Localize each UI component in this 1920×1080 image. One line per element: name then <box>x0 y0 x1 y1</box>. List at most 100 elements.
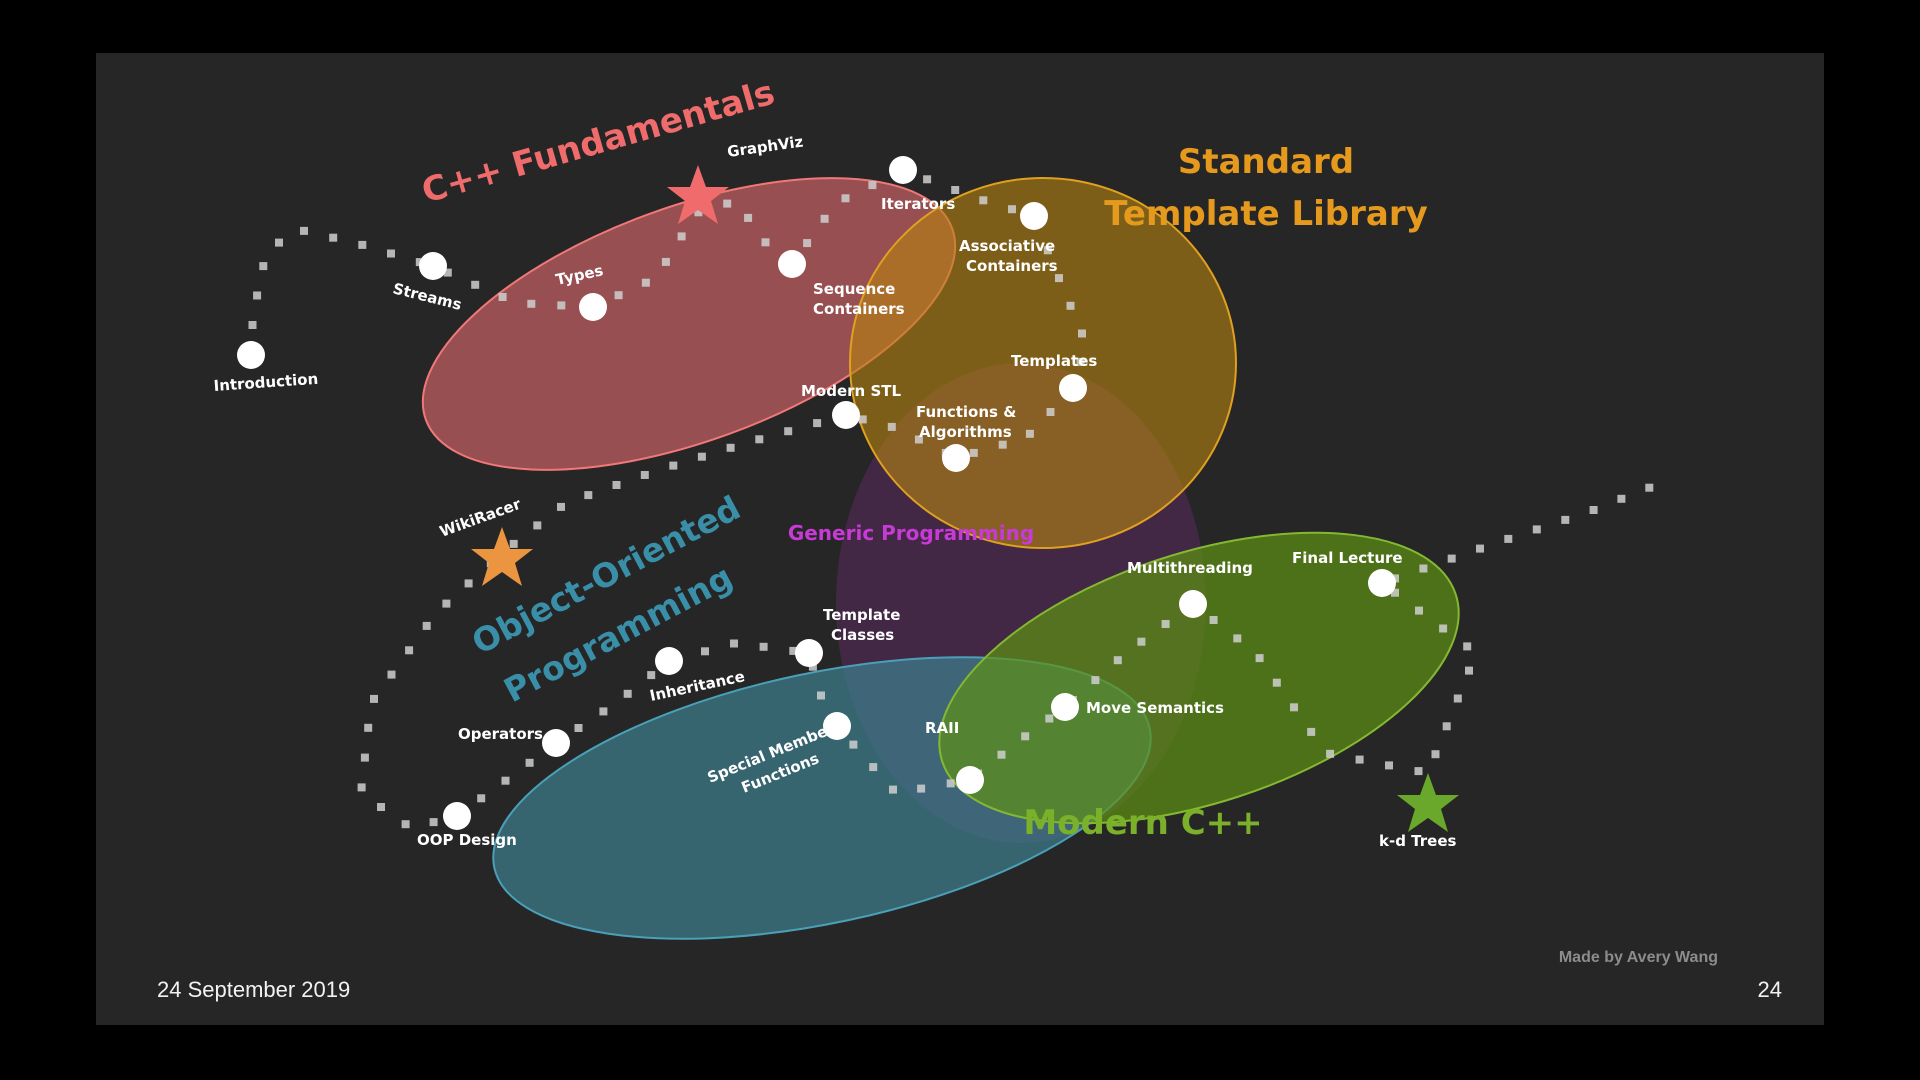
functions-algorithms-label-2: Algorithms <box>919 423 1012 441</box>
path-dot <box>669 461 678 470</box>
path-dot <box>498 293 507 301</box>
path-dot <box>370 694 378 703</box>
path-dot <box>1476 544 1484 553</box>
special-member-functions-node[interactable] <box>823 712 851 740</box>
path-dot <box>1091 676 1100 685</box>
move-semantics-node[interactable] <box>1051 693 1079 721</box>
kd-trees-star-icon[interactable] <box>1397 773 1459 832</box>
path-dot <box>377 803 385 811</box>
path-dot <box>803 239 812 248</box>
iterators-label: Iterators <box>881 195 955 213</box>
path-dot <box>969 448 978 457</box>
path-dot <box>694 208 703 217</box>
introduction-node[interactable] <box>237 341 265 369</box>
multithreading-label: Multithreading <box>1127 559 1253 577</box>
path-dot <box>1025 429 1034 438</box>
path-dot <box>599 707 608 716</box>
oop-design-label: OOP Design <box>417 831 517 849</box>
associative-containers-label-1: Associative <box>959 237 1055 255</box>
types-node[interactable] <box>579 293 607 321</box>
path-dot <box>1465 666 1473 675</box>
path-dot <box>443 268 452 277</box>
path-dot <box>1463 642 1472 651</box>
path-dot <box>755 435 764 444</box>
path-dot <box>1355 755 1364 764</box>
path-dot <box>1385 761 1393 770</box>
path-dot <box>813 419 822 428</box>
path-dot <box>405 646 414 655</box>
path-dot <box>784 427 793 436</box>
path-dot <box>1561 515 1570 524</box>
iterators-node[interactable] <box>889 156 917 184</box>
path-dot <box>1066 301 1075 310</box>
path-dot <box>701 647 709 656</box>
oop-design-node[interactable] <box>443 802 471 830</box>
path-dot <box>557 301 566 310</box>
path-dot <box>387 670 396 679</box>
slide-date: 24 September 2019 <box>157 977 351 1002</box>
raii-node[interactable] <box>956 766 984 794</box>
modern-stl-node[interactable] <box>832 401 860 429</box>
path-dot <box>640 471 649 479</box>
wikiracer-star-icon[interactable] <box>471 527 533 586</box>
path-dot <box>817 691 825 700</box>
multithreading-node[interactable] <box>1179 590 1207 618</box>
path-dot <box>1453 694 1462 703</box>
path-dot <box>464 579 473 588</box>
author-credit: Made by Avery Wang <box>1558 949 1718 966</box>
path-dot <box>612 481 621 489</box>
streams-label: Streams <box>391 279 464 313</box>
path-dot <box>525 758 534 767</box>
path-dot <box>259 262 268 271</box>
streams-node[interactable] <box>419 252 447 280</box>
path-dot <box>889 785 897 794</box>
path-dot <box>1078 329 1086 338</box>
path-dot <box>641 278 650 287</box>
generic-programming-title: Generic Programming <box>788 521 1034 545</box>
path-dot <box>1307 727 1316 736</box>
associative-containers-node[interactable] <box>1020 202 1048 230</box>
inheritance-node[interactable] <box>655 647 683 675</box>
path-dot <box>726 443 735 452</box>
path-dot <box>1439 624 1448 633</box>
path-dot <box>1419 564 1428 573</box>
path-dot <box>789 646 798 655</box>
templates-node[interactable] <box>1059 374 1087 402</box>
path-dot <box>1431 750 1440 759</box>
graphviz-star-icon[interactable] <box>667 165 729 224</box>
path-dot <box>364 723 373 732</box>
template-classes-node[interactable] <box>795 639 823 667</box>
path-dot <box>998 440 1007 449</box>
path-dot <box>533 521 542 530</box>
final-lecture-node[interactable] <box>1368 569 1396 597</box>
raii-label: RAII <box>925 719 959 737</box>
path-dot <box>1233 634 1242 643</box>
path-dot <box>248 321 257 329</box>
path-dot <box>1113 656 1122 665</box>
kd-trees-label: k-d Trees <box>1379 832 1456 850</box>
path-dot <box>849 740 858 749</box>
path-dot <box>1504 534 1513 543</box>
path-dot <box>471 280 480 289</box>
course-map-diagram: C++ Fundamentals Standard Template Libra… <box>213 73 1654 940</box>
slide-page-number: 24 <box>1757 977 1782 1002</box>
template-classes-label-1: Template <box>823 606 900 624</box>
path-dot <box>1415 606 1423 615</box>
path-dot <box>661 257 670 266</box>
operators-node[interactable] <box>542 729 570 757</box>
functions-algorithms-node[interactable] <box>942 444 970 472</box>
path-dot <box>584 491 593 500</box>
path-dot <box>647 671 656 680</box>
path-dot <box>329 233 338 242</box>
path-dot <box>744 213 753 222</box>
functions-algorithms-label-1: Functions & <box>916 403 1016 421</box>
path-dot <box>808 662 817 671</box>
sequence-containers-label-2: Containers <box>813 300 905 318</box>
path-dot <box>387 249 395 258</box>
path-dot <box>841 194 850 203</box>
path-dot <box>914 435 923 444</box>
templates-label: Templates <box>1011 352 1097 370</box>
path-dot <box>761 238 770 247</box>
sequence-containers-node[interactable] <box>778 250 806 278</box>
path-dot <box>869 763 878 772</box>
